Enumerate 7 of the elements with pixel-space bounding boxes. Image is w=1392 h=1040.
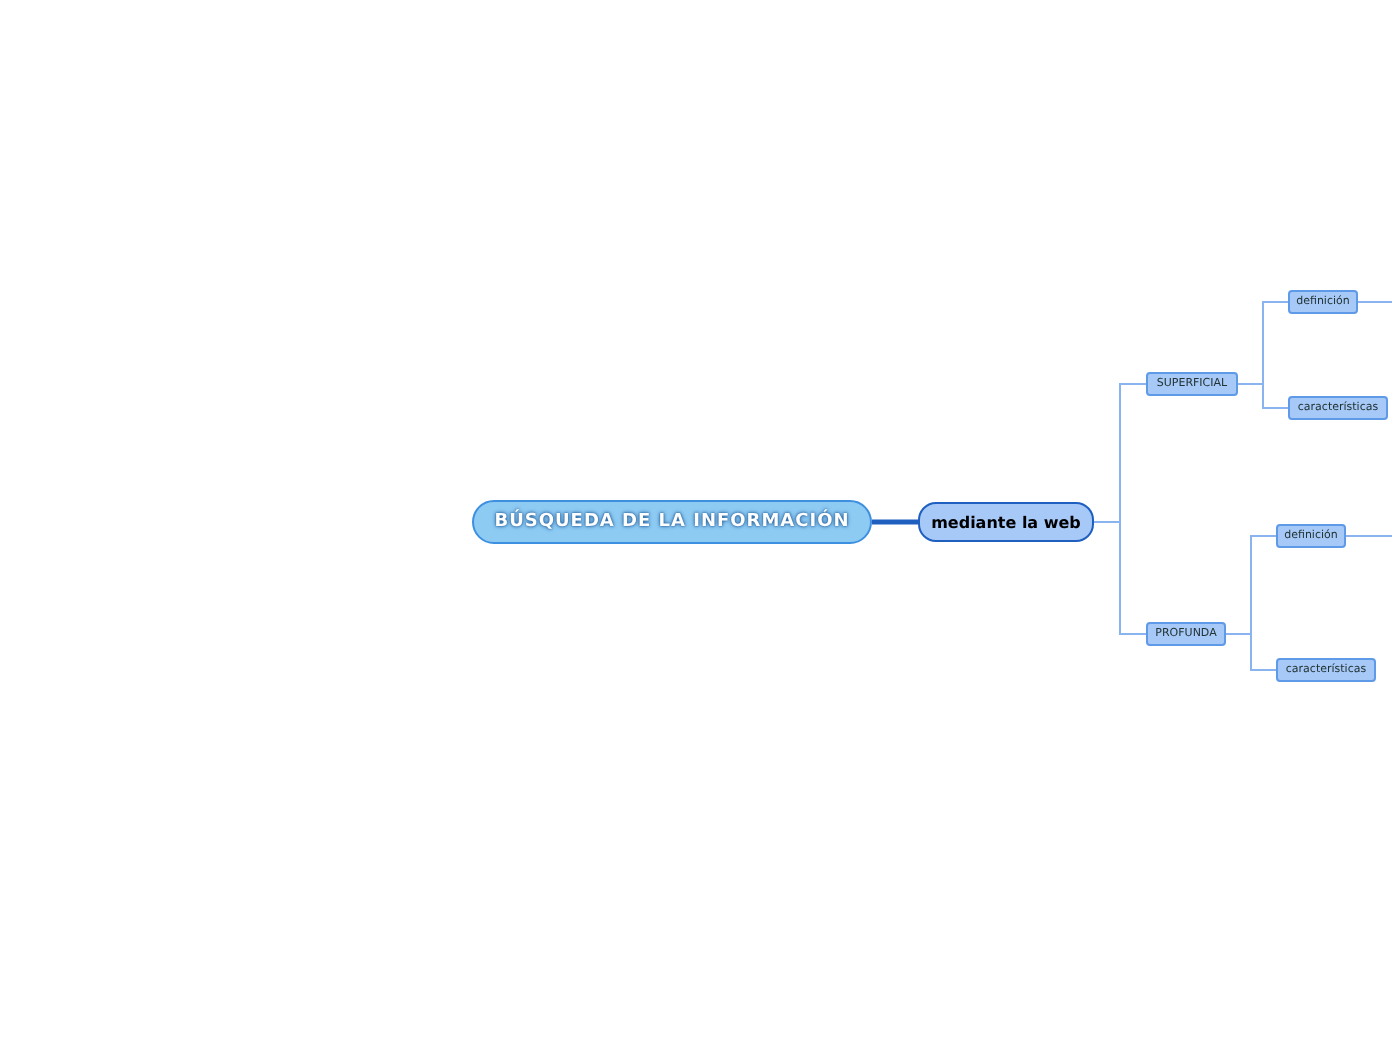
connector-line <box>1345 535 1392 537</box>
connector-line <box>1357 301 1392 303</box>
connector-line <box>872 519 918 525</box>
topic-box: BÚSQUEDA DE LA INFORMACIÓN <box>472 500 872 544</box>
connector-line <box>1225 633 1277 671</box>
connector-line <box>1237 383 1289 409</box>
topic-box: mediante la web <box>918 502 1094 542</box>
